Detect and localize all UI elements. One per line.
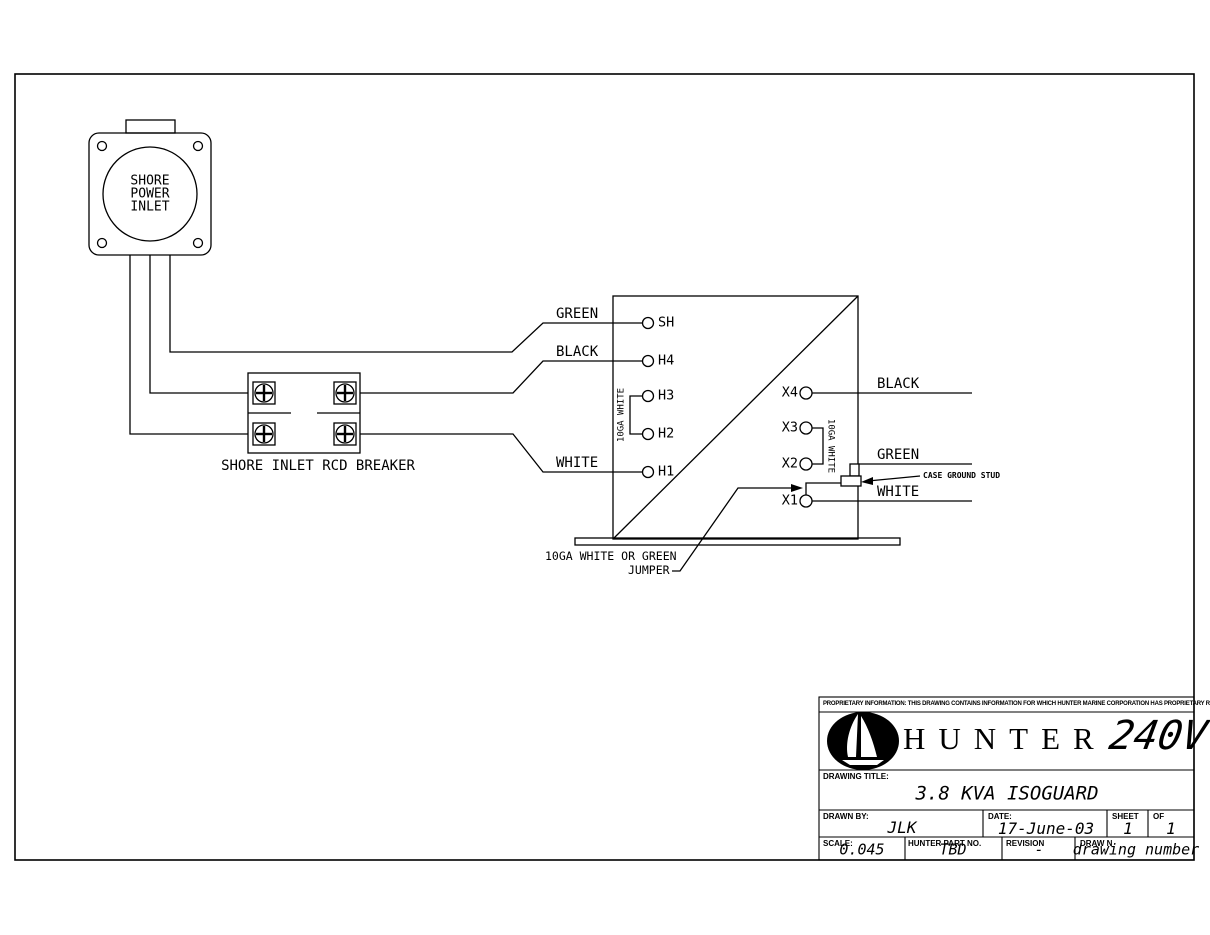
terminal-x3: [799, 421, 813, 435]
wire-label-black-left: BLACK: [556, 344, 599, 360]
terminal-x2: [799, 457, 813, 471]
part-no-label: HUNTER PART NO.: [908, 839, 982, 848]
terminal-label-h1: H1: [658, 463, 675, 480]
wire-label-white-left: WHITE: [556, 455, 599, 471]
title-block-grid: [818, 696, 1195, 861]
inlet-label-line1: SHORE: [130, 173, 170, 189]
of-value: 1: [1166, 819, 1176, 838]
drawing-title-label: DRAWING TITLE:: [823, 772, 889, 781]
inlet-label-line2: POWER: [130, 186, 170, 202]
drawing-number-value: drawing number: [1072, 840, 1200, 859]
inlet-screw-hole: [192, 237, 204, 249]
wire-label-black-right: BLACK: [877, 376, 920, 392]
case-ground-stud-label: CASE GROUND STUD: [923, 471, 1001, 480]
scale-value: 0.045: [839, 840, 885, 859]
terminal-label-x2: X2: [781, 455, 798, 472]
part-no-value: TBD: [939, 840, 967, 859]
transformer-diagonal: [612, 295, 859, 540]
terminal-h1: [641, 465, 655, 479]
rcd-breaker-symbol: [247, 372, 361, 454]
drawing-border: [14, 73, 1195, 861]
terminal-label-x1: X1: [781, 492, 798, 509]
wire-label-green-left: GREEN: [556, 306, 599, 322]
inlet-screw-hole: [192, 140, 204, 152]
revision-label: REVISION: [1006, 839, 1045, 848]
terminal-h2: [641, 427, 655, 441]
terminal-label-h4: H4: [658, 352, 675, 369]
case-ground-leader-line: [867, 475, 921, 482]
inlet-top-tab: [125, 119, 176, 134]
terminal-label-h3: H3: [658, 387, 675, 404]
wire-inlet-to-breaker-top: [149, 255, 248, 394]
terminal-label-h2: H2: [658, 425, 675, 442]
voltage-badge: 240V: [1105, 713, 1210, 759]
case-ground-stud-symbol: [840, 463, 862, 487]
terminal-h4: [641, 354, 655, 368]
case-ground-arrowhead: [861, 477, 873, 485]
terminal-sh: [641, 316, 655, 330]
drawn-by-value: JLK: [887, 818, 917, 837]
breaker-terminal: [333, 422, 357, 446]
breaker-label: SHORE INLET RCD BREAKER: [221, 458, 415, 474]
h-jumper-gauge-note: 10GA WHITE: [616, 387, 627, 443]
breaker-terminal: [252, 422, 276, 446]
date-value: 17-June-03: [997, 819, 1095, 838]
terminal-x4: [799, 386, 813, 400]
proprietary-notice: PROPRIETARY INFORMATION: THIS DRAWING CO…: [823, 701, 1210, 707]
drawn-by-label: DRAWN BY:: [823, 812, 869, 821]
jumper-leader-line: [672, 487, 792, 572]
sheet-value: 1: [1123, 819, 1133, 838]
transformer-base-plate: [574, 537, 901, 546]
wire-label-white-right: WHITE: [877, 484, 920, 500]
leader-lines: [672, 475, 921, 572]
scale-label: SCALE:: [823, 839, 853, 848]
terminal-label-x4: X4: [781, 384, 798, 401]
wire-label-green-right: GREEN: [877, 447, 920, 463]
transformer-body: [612, 295, 859, 540]
bottom-jumper-label-line2: JUMPER: [628, 563, 670, 577]
inlet-face-circle: [102, 146, 198, 242]
terminal-label-sh: SH: [658, 314, 675, 331]
sail-left: [847, 714, 858, 757]
transformer-symbol: [574, 295, 901, 546]
hull: [842, 760, 884, 765]
inlet-screw-hole: [96, 140, 108, 152]
wire-x1-riser-to-stud: [805, 482, 841, 495]
sheet-label: SHEET: [1112, 812, 1139, 821]
hunter-sailboat-logo: [827, 712, 899, 770]
date-label: DATE:: [988, 812, 1012, 821]
jumper-arrowhead: [791, 484, 803, 492]
of-label: OF: [1153, 812, 1165, 821]
wire-green-to-sh: [169, 255, 643, 353]
breaker-terminal: [252, 381, 276, 405]
inlet-screw-hole: [96, 237, 108, 249]
x3-x2-jumper-bracket: [812, 427, 824, 465]
brand-wordmark: HUNTER: [903, 721, 1107, 756]
terminal-h3: [641, 389, 655, 403]
revision-value: -: [1034, 840, 1044, 859]
output-wires: [805, 392, 972, 502]
h3-h2-jumper-bracket: [629, 395, 643, 435]
terminal-label-x3: X3: [781, 419, 798, 436]
wire-black-to-h4: [360, 360, 643, 394]
wire-inlet-to-breaker-bottom: [129, 255, 248, 435]
sail-right: [861, 716, 877, 757]
terminal-x1: [799, 494, 813, 508]
wires: [129, 255, 643, 473]
drawing-number-label: DRAW N: [1080, 839, 1113, 848]
drawing-title: 3.8 KVA ISOGUARD: [915, 782, 1099, 805]
x-jumper-gauge-note: 10GA WHITE: [825, 418, 836, 474]
breaker-terminal: [333, 381, 357, 405]
bottom-jumper-label-line1: 10GA WHITE OR GREEN: [545, 549, 677, 563]
wire-white-to-h1: [360, 433, 643, 473]
inlet-label-line3: INLET: [130, 199, 170, 215]
